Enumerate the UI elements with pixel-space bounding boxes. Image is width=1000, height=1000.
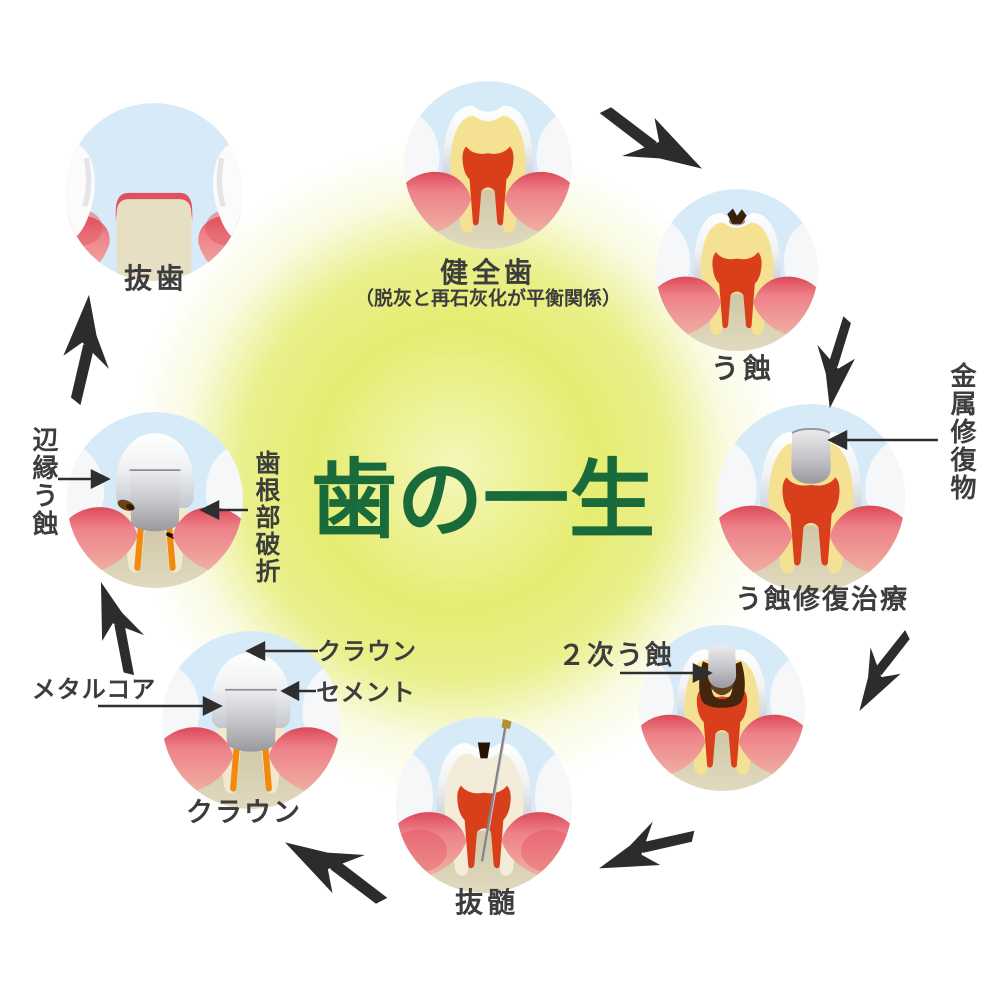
restored-tooth-icon — [717, 404, 905, 592]
stage-crown — [162, 631, 340, 809]
callout-metal-restoration: 金属修復物 — [947, 362, 977, 502]
diagram-title: 歯の一生 — [311, 452, 655, 549]
stage-pulpectomy — [396, 717, 572, 893]
callout-marginal-caries: 辺縁う蝕 — [29, 426, 59, 538]
extraction-socket-icon — [65, 103, 243, 281]
stage-healthy — [404, 81, 572, 249]
label-crown: クラウン — [186, 797, 302, 828]
stage-extraction — [65, 103, 243, 281]
marginal-caries-tooth-icon — [67, 412, 243, 588]
stage-restoration — [717, 404, 905, 592]
stage-marginal-caries — [67, 412, 243, 588]
crowned-tooth-icon — [162, 631, 340, 809]
callout-crown: クラウン — [317, 638, 417, 666]
label-extraction: 抜歯 — [123, 263, 189, 294]
callout-metal-core: メタルコア — [31, 676, 157, 704]
caries-tooth-icon — [656, 189, 818, 351]
callout-cement: セメント — [316, 679, 416, 707]
label-pulpectomy: 抜髄 — [454, 887, 520, 918]
label-caries: う蝕 — [710, 353, 776, 384]
label-healthy-sub: （脱灰と再石灰化が平衡関係） — [354, 288, 622, 310]
label-healthy: 健全歯 — [439, 257, 537, 288]
stage-caries — [656, 189, 818, 351]
pulpectomy-tooth-icon — [396, 717, 572, 893]
callout-root-fracture: 歯根部破折 — [252, 450, 280, 585]
label-secondary-caries: ２次う蝕 — [558, 640, 674, 671]
label-restoration: う蝕修復治療 — [735, 584, 909, 615]
healthy-tooth-icon — [404, 81, 572, 249]
